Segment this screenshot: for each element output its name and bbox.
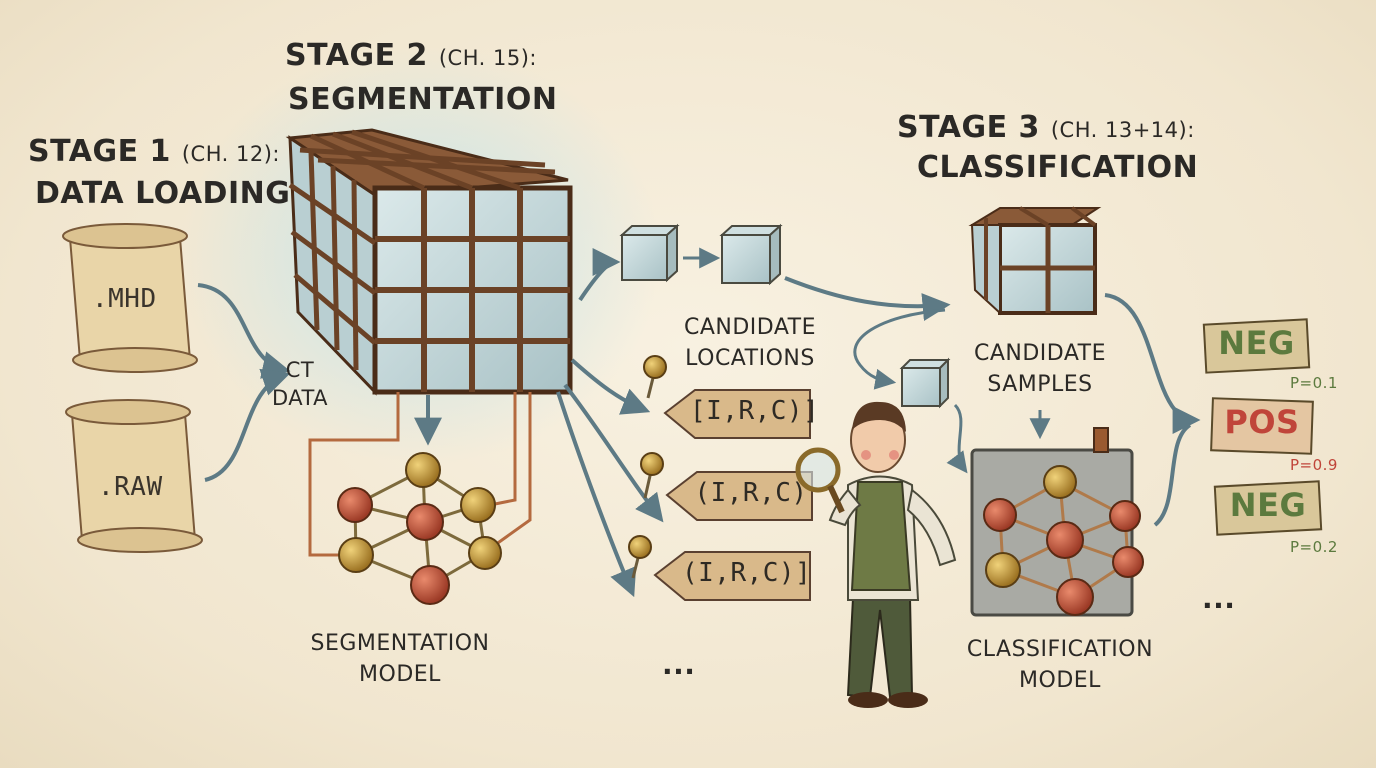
location-tag-2-shape xyxy=(665,471,813,521)
scientist-figure xyxy=(795,401,957,708)
arrow-raw-to-ct xyxy=(204,368,291,482)
wire-right-1 xyxy=(489,392,517,507)
result-sign-2-board xyxy=(1210,397,1314,455)
result-3-prob: P=0.2 xyxy=(1290,538,1338,556)
candidate-locations-label: CANDIDATE LOCATIONS xyxy=(683,315,817,371)
raw-file-label: .RAW xyxy=(98,472,163,502)
pin-3 xyxy=(628,535,652,579)
result-1-label: NEG xyxy=(1218,324,1295,362)
stage2-title: STAGE 2 (CH. 15): xyxy=(285,38,537,73)
location-tag-3: (I,R,C)] xyxy=(682,558,812,588)
candidate-cube-2 xyxy=(719,223,783,286)
ct-volume-cube xyxy=(285,128,573,396)
results-ellipsis: ... xyxy=(1202,582,1236,615)
pin-2 xyxy=(640,452,664,499)
result-sign-1-board xyxy=(1202,318,1311,374)
candidate-samples-label: CANDIDATE SAMPLES xyxy=(973,341,1107,397)
arrow-cube3-to-model xyxy=(946,403,968,474)
result-1-prob: P=0.1 xyxy=(1290,374,1338,392)
location-tag-2: (I,R,C) xyxy=(694,478,808,508)
wire-left xyxy=(308,392,400,557)
wire-right-2 xyxy=(494,392,532,547)
stage1-title: STAGE 1 (CH. 12): xyxy=(28,134,280,169)
pin-1 xyxy=(643,355,667,399)
arrow-seg-to-cube1 xyxy=(578,248,621,302)
stage2-subtitle: SEGMENTATION xyxy=(288,82,558,117)
arrow-cube2-to-classcube xyxy=(784,276,951,321)
raw-scroll xyxy=(65,399,203,553)
stage3-title: STAGE 3 (CH. 13+14): xyxy=(897,110,1195,145)
segmentation-network xyxy=(337,452,502,605)
result-2-prob: P=0.9 xyxy=(1290,456,1338,474)
location-tag-3-shape xyxy=(653,551,811,601)
stage1-subtitle: DATA LOADING xyxy=(35,176,291,211)
segmentation-model-label: SEGMENTATION MODEL xyxy=(310,631,490,687)
arrow-to-tag-1 xyxy=(570,358,651,415)
arrow-mhd-to-ct xyxy=(197,283,291,379)
arrow-to-tag-2 xyxy=(563,383,664,523)
arrow-classcube-to-results xyxy=(1104,293,1201,434)
result-2-label: POS xyxy=(1224,403,1300,441)
mhd-file-label: .MHD xyxy=(92,284,157,314)
ct-data-label: CT DATA xyxy=(271,358,329,410)
arrow-to-cube3 xyxy=(853,308,946,390)
classification-model-label: CLASSIFICATION MODEL xyxy=(966,637,1154,693)
classification-input-cube xyxy=(968,206,1102,316)
result-sign-3-board xyxy=(1213,480,1323,536)
locations-ellipsis: ... xyxy=(662,648,696,681)
mhd-scroll xyxy=(62,223,198,373)
location-tag-1: [I,R,C)] xyxy=(690,396,820,426)
stage3-subtitle: CLASSIFICATION xyxy=(917,150,1199,185)
candidate-cube-3 xyxy=(899,357,951,409)
arrow-to-tag-3 xyxy=(556,391,637,598)
classification-model-box xyxy=(970,427,1144,617)
arrow-model-to-results xyxy=(1153,423,1192,527)
result-3-label: NEG xyxy=(1229,486,1307,524)
location-tag-1-shape xyxy=(663,389,811,439)
candidate-cube-1 xyxy=(619,223,680,283)
